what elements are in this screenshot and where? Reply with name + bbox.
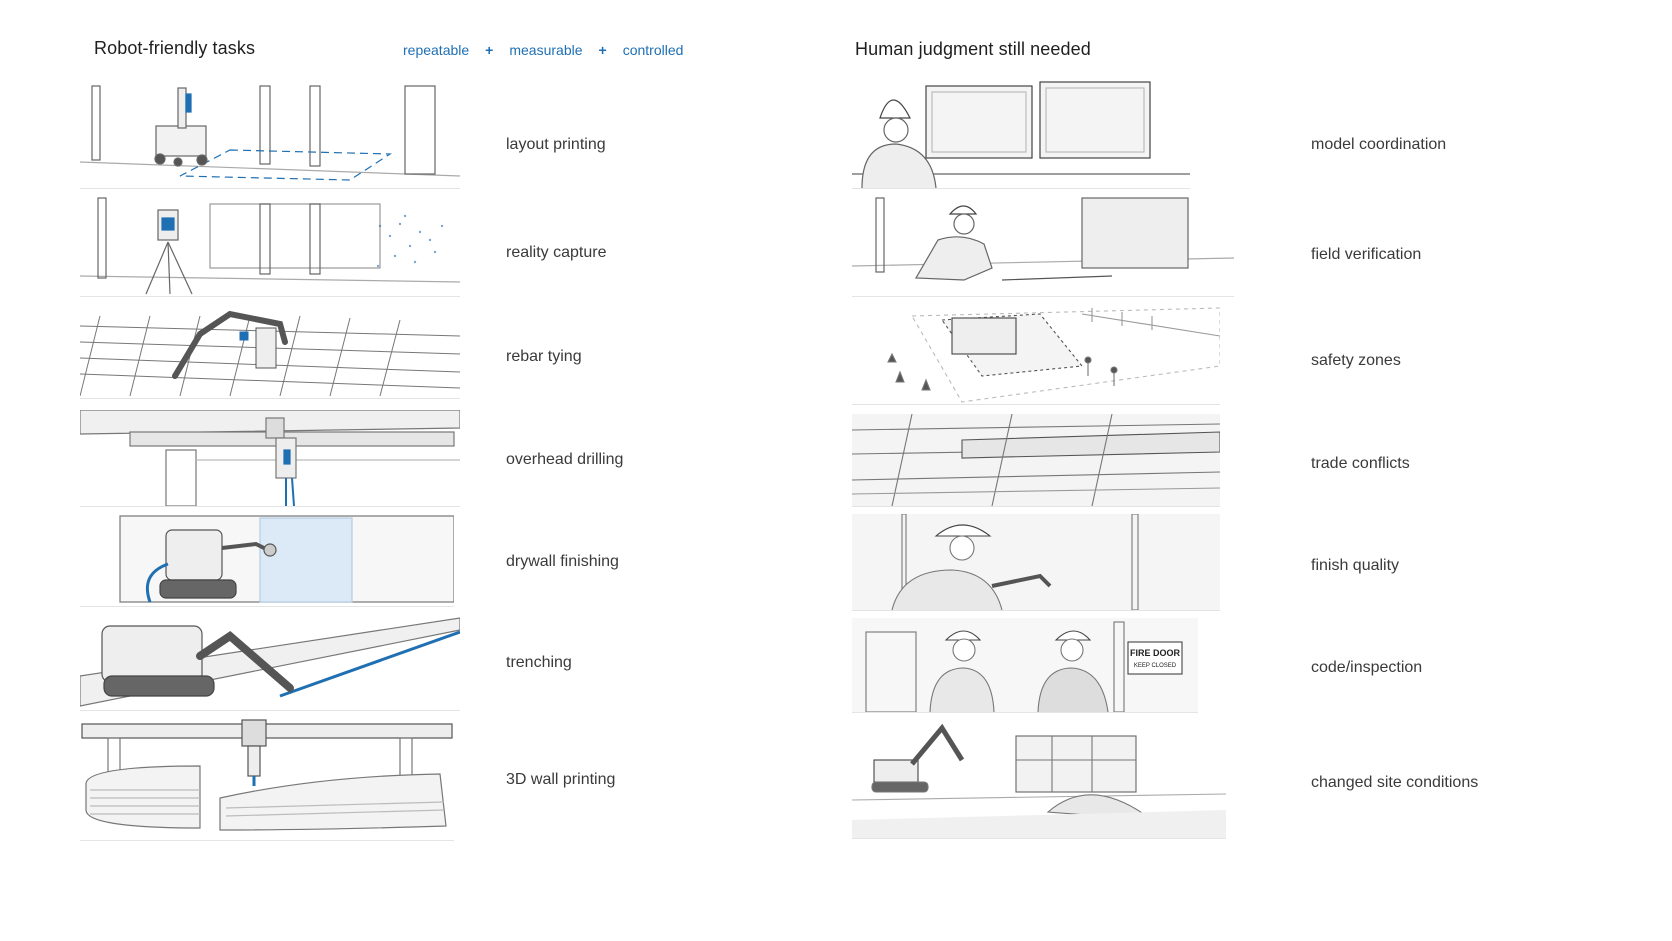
inspectors-fire-door-illustration: FIRE DOOR KEEP CLOSED [852, 618, 1198, 713]
judgment-label-model-coordination: model coordination [1311, 136, 1447, 153]
judgment-label-changed-site-conditions: changed site conditions [1311, 774, 1479, 791]
tag-repeatable: repeatable [403, 42, 470, 58]
task-label-overhead-drilling: overhead drilling [506, 451, 624, 468]
tag-measurable: measurable [509, 42, 583, 58]
judgment-label-field-verification: field verification [1311, 246, 1422, 263]
robot-safety-zone-illustration [852, 306, 1220, 405]
task-label-drywall-finishing: drywall finishing [506, 553, 619, 570]
plus-icon: + [598, 42, 607, 58]
rebar-tying-robot-illustration [80, 306, 460, 399]
tag-controlled: controlled [622, 42, 684, 58]
trenching-robot-illustration [80, 616, 460, 711]
task-label-layout-printing: layout printing [506, 136, 606, 153]
laser-scanner-illustration [80, 196, 460, 297]
robot-tasks-title: Robot-friendly tasks [94, 38, 256, 58]
task-label-reality-capture: reality capture [506, 244, 607, 261]
excavator-site-illustration [852, 720, 1226, 839]
task-label-3d-wall-printing: 3D wall printing [506, 771, 616, 788]
3d-printing-gantry-illustration [80, 718, 454, 841]
plus-icon: + [485, 42, 494, 58]
judgment-label-trade-conflicts: trade conflicts [1311, 455, 1410, 472]
sign-text-line1: FIRE DOOR [1130, 648, 1181, 658]
worker-checking-wall-illustration [852, 514, 1220, 611]
overhead-drilling-robot-illustration [80, 410, 460, 507]
judgment-label-code-inspection: code/inspection [1311, 659, 1423, 676]
ceiling-services-illustration [852, 414, 1220, 507]
task-label-rebar-tying: rebar tying [506, 348, 582, 365]
judgment-label-finish-quality: finish quality [1311, 557, 1400, 574]
human-judgment-title: Human judgment still needed [855, 39, 1091, 59]
engineer-at-monitors-illustration [852, 78, 1190, 189]
task-label-trenching: trenching [506, 654, 572, 671]
judgment-label-safety-zones: safety zones [1311, 352, 1401, 369]
sign-text-line2: KEEP CLOSED [1134, 663, 1177, 669]
drywall-finishing-robot-illustration [80, 514, 454, 607]
layout-printing-robot-illustration [80, 84, 460, 189]
worker-measuring-illustration [852, 196, 1234, 297]
criteria-tags: repeatable + measurable + controlled [403, 42, 683, 58]
